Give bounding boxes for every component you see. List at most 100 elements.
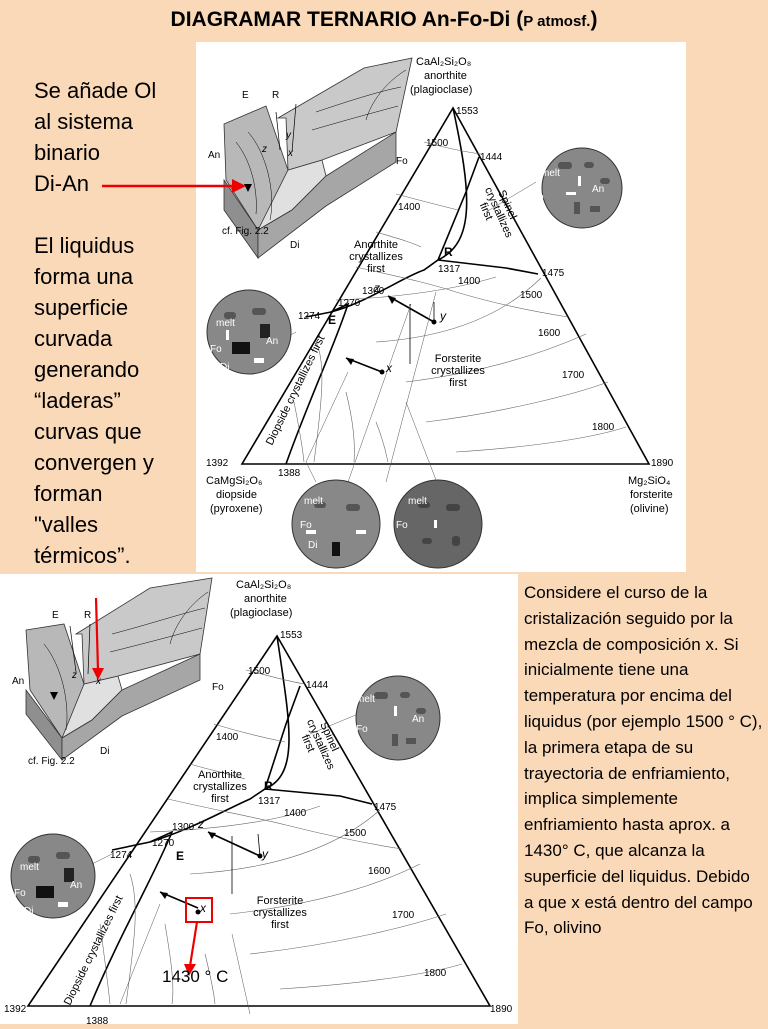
svg-text:y: y [285, 130, 292, 141]
temp-1430-label: 1430 ° C [162, 967, 228, 986]
left-text-block-2: El liquidus forma una superficie curvada… [34, 233, 154, 568]
point-y: y [439, 309, 447, 323]
temp-1475: 1475 [542, 268, 565, 279]
isotherm-label: 1700 [392, 910, 415, 921]
point-r: R [444, 245, 453, 259]
ternary-triangle [240, 106, 651, 465]
svg-text:z: z [261, 144, 267, 155]
circle-label-melt: melt [408, 496, 427, 507]
di-name: diopside [216, 489, 257, 501]
point-e: E [176, 849, 184, 863]
isotherm-label: 1400 [284, 808, 307, 819]
isotherm-label: 1300 [362, 286, 385, 297]
block-an: An [208, 150, 220, 161]
field-forsterite: Forsterite [435, 353, 481, 365]
ternary-diagram-top: CaAl₂Si₂O₈ anorthite (plagioclase) 1553 … [206, 56, 674, 569]
point-z: z [373, 281, 380, 295]
field-forsterite: crystallizes [431, 365, 485, 377]
fo-group: (olivine) [630, 503, 669, 515]
di-group: (pyroxene) [210, 503, 263, 515]
circle-label-an: An [592, 184, 604, 195]
an-formula: CaAl₂Si₂O₈ [236, 579, 291, 591]
isotherm-label: 1500 [344, 828, 367, 839]
circle-label-an: An [70, 880, 82, 891]
circle-label-melt: melt [216, 318, 235, 329]
di-formula: CaMgSi₂O₆ [206, 475, 262, 487]
slide-title: DIAGRAMAR TERNARIO An-Fo-Di (P atmosf.) [170, 8, 598, 31]
temp-an: 1553 [280, 630, 303, 641]
arrow-1430 [188, 921, 199, 967]
block-di: Di [290, 240, 299, 251]
block-e: E [242, 90, 249, 101]
circle-label-fo: Fo [300, 520, 312, 531]
block-caption: cf. Fig. 2.2 [28, 756, 75, 767]
isotherm-label: 1600 [538, 328, 561, 339]
isotherm-label: 1500 [520, 290, 543, 301]
circle-label-melt: melt [20, 862, 39, 873]
block-fo: Fo [396, 156, 408, 167]
crystal-circle-an-fo-di [10, 833, 96, 919]
block-diagram-3d [25, 577, 213, 762]
svg-text:x: x [95, 676, 102, 687]
isotherm-label: 1800 [424, 968, 447, 979]
temp-1444: 1444 [306, 680, 329, 691]
arrow-block-x [94, 597, 100, 671]
circle-label-melt: melt [541, 168, 560, 179]
temp-di: 1392 [206, 458, 229, 469]
circle-label-fo: Fo [14, 888, 26, 899]
path-arrow-y-top [387, 295, 435, 323]
crystal-circle-fo [393, 479, 483, 569]
an-group: (plagioclase) [230, 607, 292, 619]
field-anorthite: crystallizes [349, 251, 403, 263]
circle-label-melt: melt [304, 496, 323, 507]
crystal-circle-an-fo [541, 147, 623, 229]
block-r: R [272, 90, 279, 101]
an-formula: CaAl₂Si₂O₈ [416, 56, 471, 68]
isotherm-label: 1700 [562, 370, 585, 381]
isotherm-label: 1400 [398, 202, 421, 213]
temp-1270: 1270 [338, 298, 361, 309]
block-e: E [52, 610, 59, 621]
block-di: Di [100, 746, 109, 757]
left-text-block-1: Se añade Ol al sistema binario Di-An [34, 78, 157, 196]
temp-1388: 1388 [278, 468, 301, 479]
circle-label-an: An [412, 714, 424, 725]
arrow-di-an [102, 179, 246, 193]
right-text-block: Considere el curso de la cristalización … [524, 583, 763, 938]
temp-fo: 1890 [490, 1004, 513, 1015]
circle-label-fo: Fo [396, 520, 408, 531]
isotherm-label: 1500 [248, 666, 271, 677]
temp-1388: 1388 [86, 1016, 109, 1024]
isotherm-label: 1600 [368, 866, 391, 877]
temp-1274: 1274 [110, 850, 133, 861]
isotherm-label: 1400 [216, 732, 239, 743]
circle-label-an: An [266, 336, 278, 347]
crystal-circle-fo-di [291, 479, 381, 569]
temp-1274: 1274 [298, 311, 321, 322]
bottom-diagram-panel: CaAl₂Si₂O₈ anorthite (plagioclase) 1553 … [0, 574, 518, 1027]
point-z: z [197, 817, 204, 831]
isotherm-label: 1300 [172, 822, 195, 833]
an-name: anorthite [244, 593, 287, 605]
block-fo: Fo [212, 682, 224, 693]
crystal-circle-an-fo-di [206, 289, 292, 375]
block-an: An [12, 676, 24, 687]
ternary-triangle [26, 634, 492, 1007]
temp-di: 1392 [4, 1004, 27, 1015]
fo-name: forsterite [630, 489, 673, 501]
ternary-diagram-bottom: CaAl₂Si₂O₈ anorthite (plagioclase) 1553 … [4, 577, 513, 1027]
fo-formula: Mg₂SiO₄ [628, 475, 671, 487]
circle-label-fo: Fo [356, 724, 368, 735]
isotherm-label: 1400 [458, 276, 481, 287]
temp-1444: 1444 [480, 152, 503, 163]
field-anorthite: Anorthite [198, 769, 242, 781]
point-y: y [261, 847, 269, 861]
svg-text:z: z [71, 670, 77, 681]
field-forsterite: crystallizes [253, 907, 307, 919]
an-name: anorthite [424, 70, 467, 82]
highlight-box-x [185, 897, 213, 923]
circle-label-fo: Fo [532, 192, 544, 203]
circle-label-di: Di [220, 362, 229, 373]
field-anorthite: crystallizes [193, 781, 247, 793]
temp-1270: 1270 [152, 838, 175, 849]
